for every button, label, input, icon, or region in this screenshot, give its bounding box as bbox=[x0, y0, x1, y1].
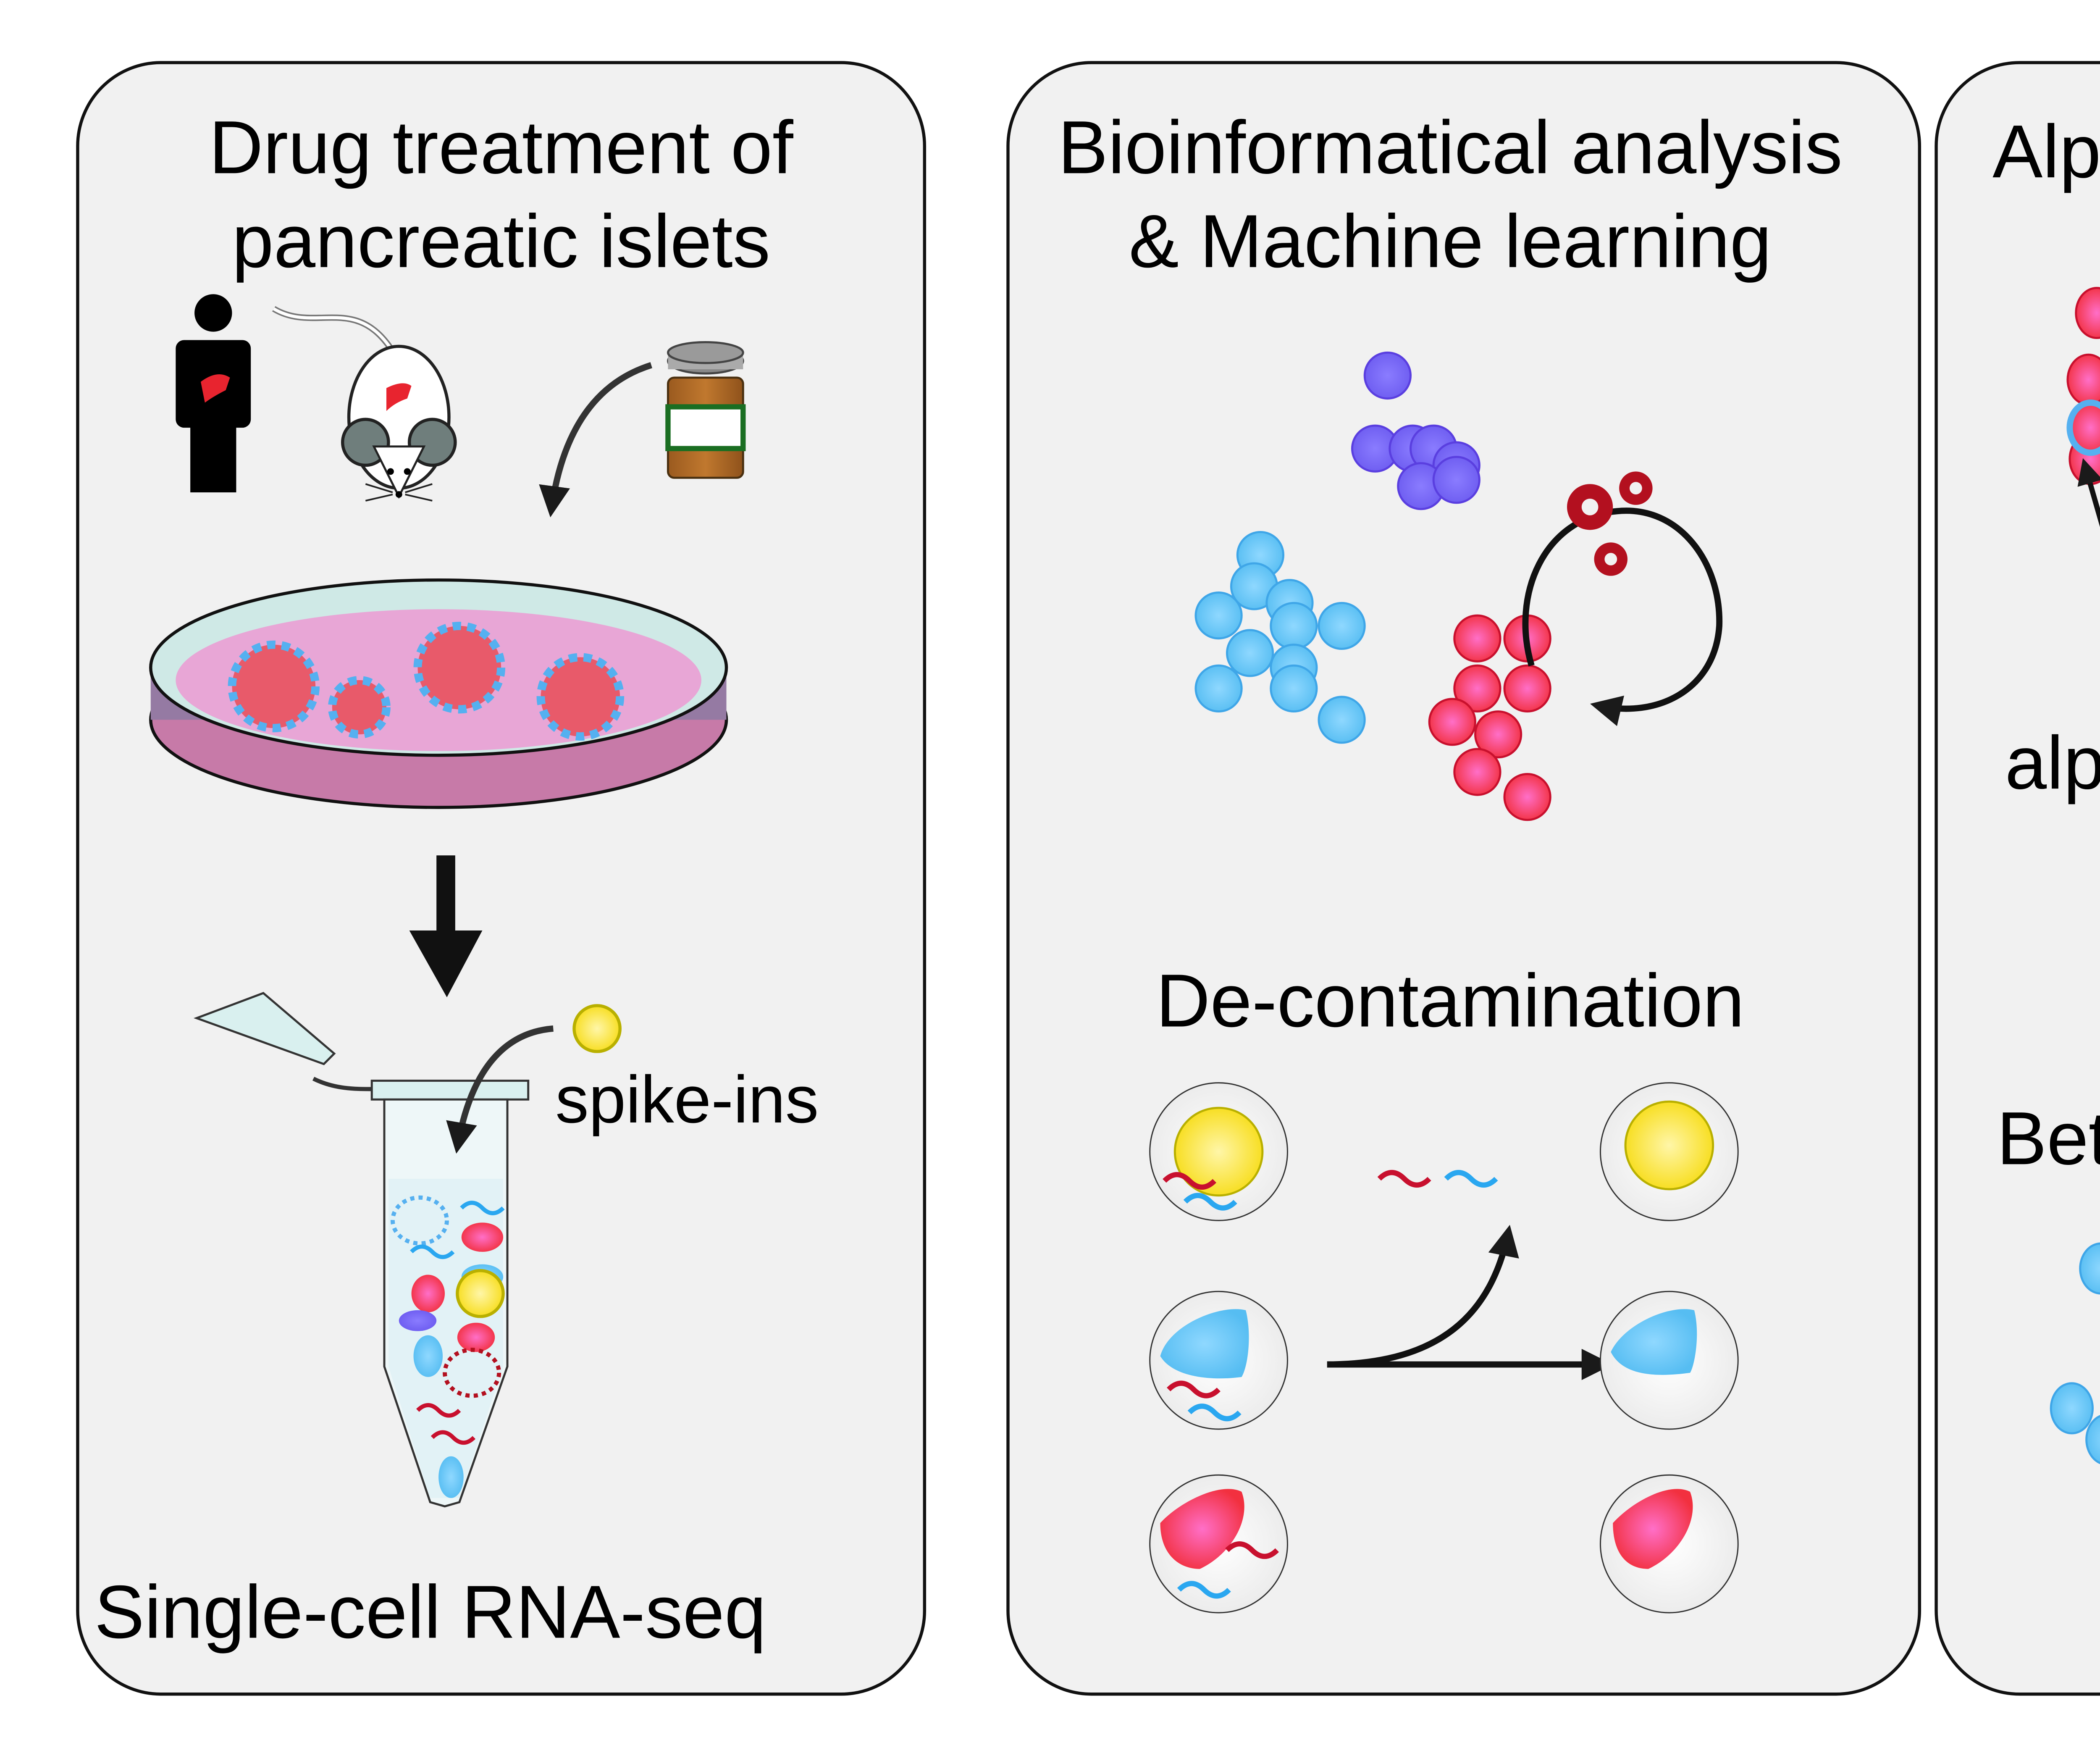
alpha-cell bbox=[1503, 664, 1551, 713]
human-icon bbox=[176, 294, 251, 493]
drug-vial-icon bbox=[665, 341, 746, 479]
alpha-cell bbox=[1428, 698, 1476, 746]
tube-cell bbox=[399, 1310, 437, 1331]
down-arrow bbox=[409, 855, 483, 997]
beta-cell bbox=[2050, 1382, 2094, 1435]
beta-cell bbox=[2079, 1242, 2100, 1295]
rna bbox=[416, 1403, 461, 1418]
panel-results: Alpha cells Ins+ alpha cells = - + Artem… bbox=[1935, 61, 2100, 1696]
beta-cells-title: Beta cells bbox=[1997, 1096, 2100, 1180]
drug-arrow bbox=[539, 362, 652, 518]
alpha-cell-cluster bbox=[2066, 286, 2100, 485]
alpha-cell bbox=[1503, 773, 1551, 821]
decontamination-diagram bbox=[1149, 1082, 1739, 1614]
ins-alpha-label-line2: alpha cells bbox=[2005, 720, 2100, 804]
beta-cell bbox=[1318, 696, 1366, 744]
rna-icon bbox=[1377, 1170, 1431, 1188]
cell-cluster-delta bbox=[1351, 351, 1480, 510]
spike-in-bead bbox=[456, 1269, 505, 1318]
ins-alpha-arrow bbox=[2077, 458, 2100, 527]
cell-cluster-beta bbox=[1194, 531, 1366, 744]
rna-icon bbox=[1166, 1380, 1221, 1398]
delta-cell bbox=[1432, 456, 1480, 504]
alpha-cells-title: Alpha cells bbox=[1992, 109, 2100, 193]
beta-cell bbox=[1226, 629, 1274, 677]
spike-in-arrow bbox=[446, 1025, 554, 1154]
cell-icon bbox=[1173, 1107, 1264, 1197]
rna bbox=[410, 1244, 455, 1259]
spike-ins-label: spike-ins bbox=[555, 1062, 819, 1137]
de-contamination-label: De-contamination bbox=[1156, 958, 1744, 1042]
beta-cell-cluster bbox=[2050, 1242, 2100, 1464]
panel-3-frame bbox=[1935, 61, 2100, 1696]
rna bbox=[430, 1430, 476, 1445]
rna-icon bbox=[1444, 1170, 1498, 1188]
gears-icon bbox=[1567, 471, 1653, 576]
beta-cell bbox=[1194, 591, 1243, 640]
tube-cell bbox=[438, 1456, 464, 1498]
panel-bioinformatics: Bioinformatical analysis & Machine learn… bbox=[1006, 61, 1922, 1696]
ins-positive-alpha-cell bbox=[2066, 400, 2100, 456]
panel-2-title-line1: Bioinformatical analysis bbox=[1058, 105, 1843, 189]
tube-cell bbox=[411, 1275, 445, 1312]
petri-dish-icon bbox=[149, 578, 728, 809]
tube-cell bbox=[413, 1335, 443, 1377]
islet bbox=[413, 621, 506, 714]
islet bbox=[228, 640, 320, 733]
delta-cell bbox=[1363, 351, 1412, 400]
rna bbox=[460, 1201, 505, 1215]
rna-icon bbox=[1183, 1193, 1237, 1211]
tube-cell bbox=[443, 1348, 501, 1398]
islet bbox=[328, 676, 391, 739]
beta-cell bbox=[1194, 664, 1243, 713]
panel-2-title-line2: & Machine learning bbox=[1129, 199, 1772, 283]
rna-icon bbox=[1225, 1541, 1279, 1559]
panel-drug-treatment: Drug treatment of pancreatic islets bbox=[76, 61, 927, 1696]
rna-icon bbox=[1187, 1404, 1242, 1422]
tube-cell bbox=[390, 1195, 449, 1246]
panel-2-frame bbox=[1006, 61, 1922, 1696]
alpha-cell bbox=[2075, 286, 2100, 339]
beta-cell bbox=[1318, 602, 1366, 650]
spike-in-bead-icon bbox=[572, 1004, 622, 1053]
panel-1-title-line2: pancreatic islets bbox=[232, 199, 770, 283]
tube-icon bbox=[193, 992, 530, 1508]
alpha-cell bbox=[1453, 664, 1502, 713]
tube-cell bbox=[457, 1322, 495, 1352]
rna-icon bbox=[1163, 1172, 1217, 1190]
cycle-arrow-icon bbox=[1522, 507, 1723, 726]
beta-cell bbox=[1270, 664, 1318, 713]
islet bbox=[536, 653, 625, 741]
beta-cell bbox=[1270, 602, 1318, 650]
mouse-icon bbox=[274, 309, 455, 501]
alpha-cell bbox=[1474, 710, 1522, 759]
panel-1-footer: Single-cell RNA-seq bbox=[94, 1570, 766, 1654]
rna-icon bbox=[1177, 1581, 1231, 1599]
alpha-cell bbox=[1453, 614, 1502, 662]
alpha-cell bbox=[1453, 748, 1502, 796]
beta-cell bbox=[2085, 1415, 2100, 1464]
tube-cell bbox=[461, 1222, 504, 1252]
alpha-cell bbox=[2066, 353, 2100, 406]
panel-1-title-line1: Drug treatment of bbox=[209, 105, 793, 189]
